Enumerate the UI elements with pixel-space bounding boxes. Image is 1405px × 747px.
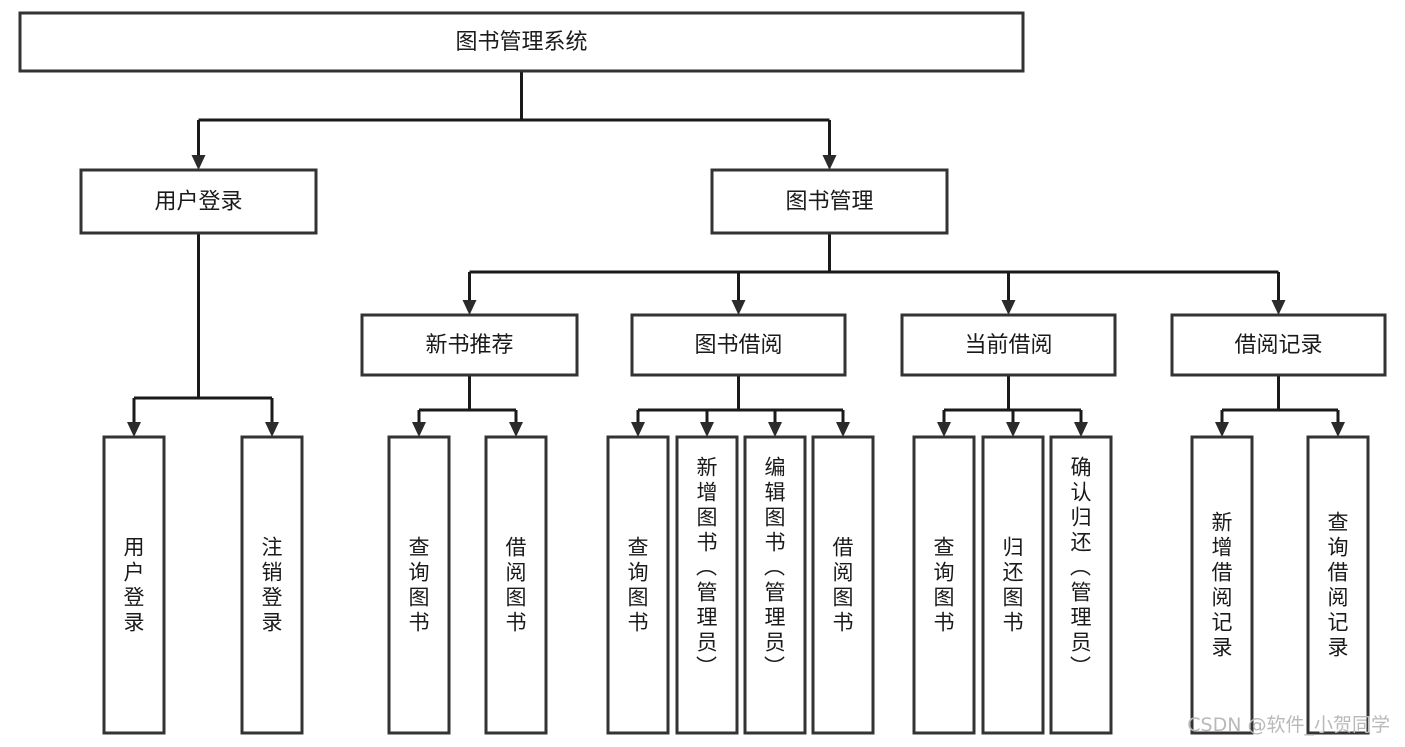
node-label: 用户登录 xyxy=(124,536,145,635)
node-label: 借阅图书 xyxy=(833,536,854,635)
edges-login-to-leaves xyxy=(127,233,279,437)
edge-arrowhead xyxy=(822,155,837,170)
node-label: 图书管理 xyxy=(785,190,873,215)
node-box xyxy=(675,435,739,735)
node-label: 新书推荐 xyxy=(425,333,513,358)
edge-arrowhead xyxy=(412,422,426,437)
node-label: 新增图书（管理员） xyxy=(696,456,718,680)
node-box xyxy=(1049,435,1113,735)
edges-current-to-leaves xyxy=(937,375,1088,437)
edge-arrowhead xyxy=(191,155,206,170)
node-l3-借阅记录-3[interactable]: 借阅记录 xyxy=(1170,313,1387,377)
node-leaf-确认归还管理员-10[interactable]: 确认归还（管理员） xyxy=(1049,435,1113,735)
node-label: 图书借阅 xyxy=(694,333,782,358)
edge-arrowhead xyxy=(731,300,746,315)
node-label: 查询图书 xyxy=(934,536,955,635)
node-box xyxy=(912,435,976,735)
edge-arrowhead xyxy=(509,422,523,437)
node-box xyxy=(240,435,304,735)
node-leaf-查询图书-8[interactable]: 查询图书 xyxy=(912,435,976,735)
edge-arrowhead xyxy=(768,422,782,437)
edge-arrowhead xyxy=(127,422,141,437)
node-box xyxy=(981,435,1045,735)
node-l3-新书推荐-0[interactable]: 新书推荐 xyxy=(360,313,579,377)
csdn-watermark: CSDN @软件_小贺同学 xyxy=(1187,714,1390,736)
node-leaf-归还图书-9[interactable]: 归还图书 xyxy=(981,435,1045,735)
node-leaf-查询图书-2[interactable]: 查询图书 xyxy=(387,435,451,735)
node-box xyxy=(606,435,670,735)
node-box xyxy=(102,435,166,735)
node-label: 当前借阅 xyxy=(964,333,1052,358)
node-leaf-新增借阅记录-11[interactable]: 新增借阅记录 xyxy=(1190,435,1254,735)
edges-books-to-level3 xyxy=(462,233,1286,315)
node-l2-图书管理-1[interactable]: 图书管理 xyxy=(710,168,949,235)
node-box xyxy=(484,435,548,735)
edge-arrowhead xyxy=(1271,300,1286,315)
node-label: 查询借阅记录 xyxy=(1328,511,1349,660)
node-label: 查询图书 xyxy=(409,536,430,635)
node-box xyxy=(1306,435,1370,735)
node-l3-图书借阅-1[interactable]: 图书借阅 xyxy=(630,313,847,377)
node-leaf-编辑图书管理员-6[interactable]: 编辑图书（管理员） xyxy=(743,435,807,735)
node-box xyxy=(710,168,949,235)
node-l2-用户登录-0[interactable]: 用户登录 xyxy=(79,168,318,235)
node-box xyxy=(1170,313,1387,377)
edge-arrowhead xyxy=(265,422,279,437)
node-label: 用户登录 xyxy=(154,190,242,215)
edges-root-to-level2 xyxy=(191,71,837,170)
edge-arrowhead xyxy=(631,422,645,437)
node-leaf-查询图书-4[interactable]: 查询图书 xyxy=(606,435,670,735)
edge-arrowhead xyxy=(1215,422,1229,437)
edges-records-to-leaves xyxy=(1215,375,1345,437)
node-box xyxy=(900,313,1117,377)
edges-newbooks-to-leaves xyxy=(412,375,523,437)
edge-arrowhead xyxy=(937,422,951,437)
edge-arrowhead xyxy=(700,422,714,437)
node-label: 确认归还（管理员） xyxy=(1070,456,1092,680)
node-l3-当前借阅-2[interactable]: 当前借阅 xyxy=(900,313,1117,377)
node-label: 新增借阅记录 xyxy=(1212,511,1233,660)
node-box xyxy=(18,11,1025,73)
node-label: 编辑图书（管理员） xyxy=(764,456,786,680)
node-leaf-新增图书管理员-5[interactable]: 新增图书（管理员） xyxy=(675,435,739,735)
edges-layer xyxy=(127,71,1345,437)
edge-arrowhead xyxy=(1001,300,1016,315)
edge-arrowhead xyxy=(836,422,850,437)
edges-borrow-to-leaves xyxy=(631,375,850,437)
node-box xyxy=(811,435,875,735)
node-leaf-借阅图书-7[interactable]: 借阅图书 xyxy=(811,435,875,735)
node-leaf-注销登录-1[interactable]: 注销登录 xyxy=(240,435,304,735)
node-label: 借阅记录 xyxy=(1234,333,1322,358)
node-leaf-借阅图书-3[interactable]: 借阅图书 xyxy=(484,435,548,735)
node-label: 归还图书 xyxy=(1003,536,1024,635)
edge-arrowhead xyxy=(462,300,477,315)
edge-arrowhead xyxy=(1331,422,1345,437)
node-box xyxy=(743,435,807,735)
nodes-layer: 图书管理系统用户登录图书管理新书推荐图书借阅当前借阅借阅记录用户登录注销登录查询… xyxy=(18,11,1387,735)
node-box xyxy=(360,313,579,377)
node-box xyxy=(1190,435,1254,735)
node-leaf-用户登录-0[interactable]: 用户登录 xyxy=(102,435,166,735)
node-label: 图书管理系统 xyxy=(455,30,587,55)
node-box xyxy=(79,168,318,235)
node-box xyxy=(630,313,847,377)
edge-arrowhead xyxy=(1074,422,1088,437)
node-leaf-查询借阅记录-12[interactable]: 查询借阅记录 xyxy=(1306,435,1370,735)
node-root-图书管理系统-0[interactable]: 图书管理系统 xyxy=(18,11,1025,73)
edge-arrowhead xyxy=(1006,422,1020,437)
node-label: 借阅图书 xyxy=(506,536,527,635)
node-box xyxy=(387,435,451,735)
node-label: 查询图书 xyxy=(628,536,649,635)
node-label: 注销登录 xyxy=(262,536,283,635)
